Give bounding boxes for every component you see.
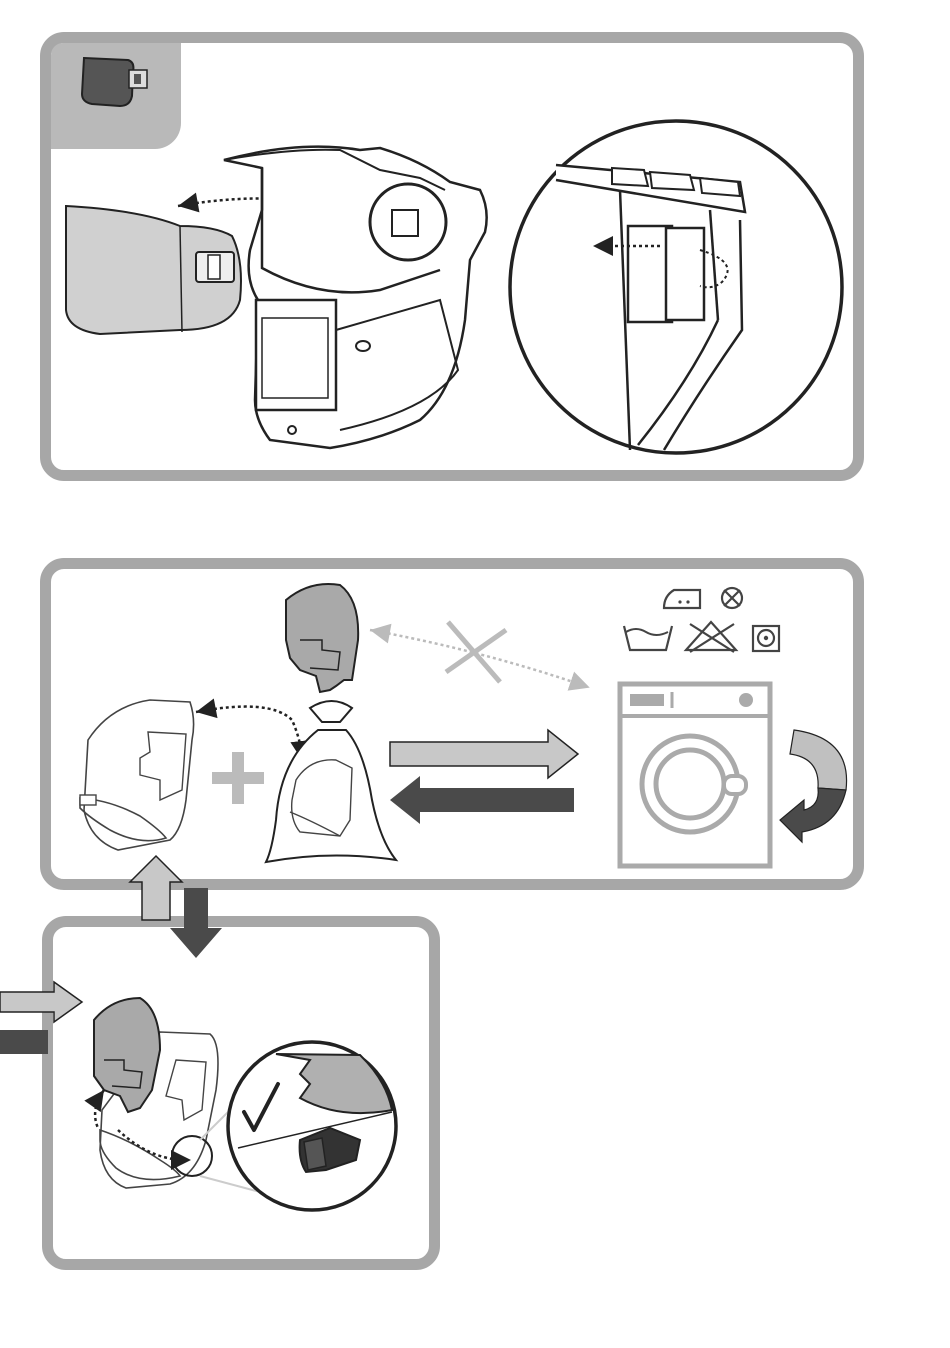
liner-front bbox=[80, 700, 194, 850]
to-machine-arrow bbox=[390, 730, 578, 778]
spin-cycle-arrow bbox=[780, 730, 847, 842]
do-not-dry-clean-icon bbox=[722, 588, 742, 608]
care-symbols bbox=[624, 588, 779, 652]
from-machine-arrow bbox=[390, 776, 574, 824]
helmet-shell bbox=[224, 147, 487, 448]
liner-with-visor bbox=[94, 998, 218, 1188]
up-arrow-to-wash bbox=[130, 856, 182, 920]
down-arrow-to-reattach bbox=[170, 888, 222, 958]
do-not-bleach-icon bbox=[686, 622, 736, 652]
left-out-block bbox=[0, 1030, 48, 1054]
plus-sign bbox=[212, 752, 264, 804]
washing-machine bbox=[620, 684, 770, 866]
dotted-transfer-arrow bbox=[196, 707, 302, 756]
wash-tub-icon bbox=[624, 626, 672, 650]
visor-thumbnail-icon bbox=[82, 58, 147, 106]
laundry-bag bbox=[266, 701, 396, 862]
left-in-arrow bbox=[0, 982, 82, 1022]
tumble-dry-icon bbox=[753, 626, 779, 651]
clip-hooked-zoom bbox=[228, 1042, 396, 1210]
clip-detail-zoom bbox=[510, 121, 842, 453]
liner-removed bbox=[286, 584, 358, 692]
forbidden-arrow bbox=[370, 622, 585, 686]
detached-visor bbox=[66, 206, 241, 334]
iron-low-heat-icon bbox=[664, 590, 700, 608]
